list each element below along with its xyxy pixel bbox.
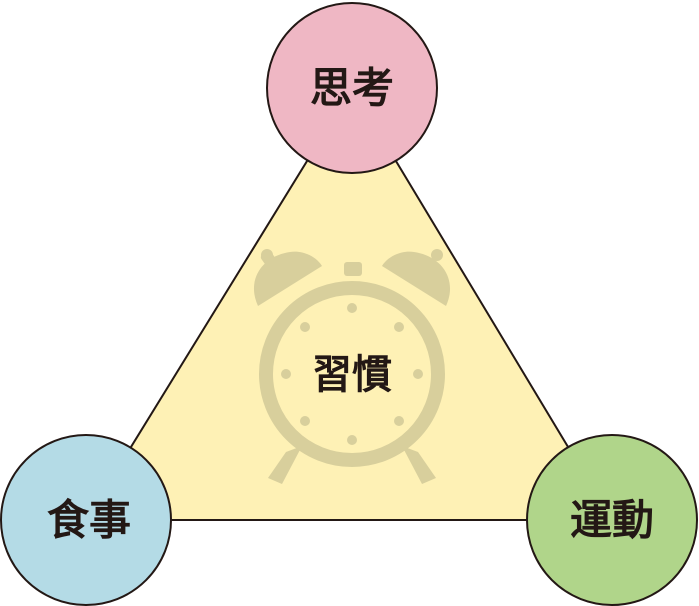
- node-exercise: 運動: [526, 434, 698, 606]
- node-meal: 食事: [0, 434, 172, 606]
- node-thinking-circle: [266, 2, 438, 174]
- alarm-clock-icon: [253, 249, 451, 484]
- node-meal-circle: [0, 434, 172, 606]
- node-meal-label: 食事: [47, 496, 131, 545]
- center-label: 習慣: [312, 352, 392, 398]
- node-thinking: 思考: [266, 2, 438, 174]
- node-thinking-label: 思考: [310, 64, 394, 113]
- node-exercise-circle: [526, 434, 698, 606]
- node-exercise-label: 運動: [570, 496, 654, 545]
